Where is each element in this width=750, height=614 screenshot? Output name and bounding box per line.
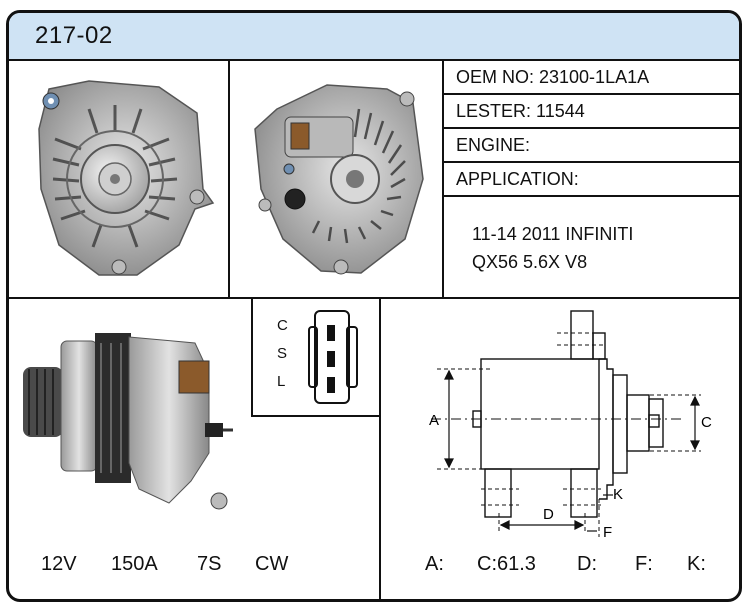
application-line: 11-14 2011 INFINITI: [472, 224, 634, 244]
dim-label-f: F: [603, 524, 612, 539]
divider: [444, 93, 739, 95]
dimension-values: A: C:61.3 D: F: K:: [381, 553, 739, 583]
connector-pin-label: L: [277, 373, 286, 390]
alternator-front-photo: [19, 69, 219, 289]
application-line: QX56 5.6X V8: [472, 252, 588, 272]
dim-value-f: F:: [635, 553, 653, 575]
divider: [442, 59, 444, 297]
header-bar: 217-02: [9, 13, 739, 61]
connector-pin-label: C: [277, 317, 288, 334]
pulley-groove: 7S: [197, 553, 222, 575]
spec-sheet: 217-02 OEM NO: 23100-1LA1A LESTER: 11544…: [6, 10, 742, 602]
divider: [444, 161, 739, 163]
divider: [379, 297, 381, 599]
divider: [9, 297, 739, 299]
connector-plug-icon: [308, 310, 358, 404]
amperage: 150A: [111, 553, 158, 575]
electrical-specs: 12V 150A 7S CW: [9, 553, 379, 583]
dimension-drawing-svg: A C D F K: [429, 310, 712, 541]
dim-label-c: C: [701, 414, 712, 431]
rotation: CW: [255, 553, 289, 575]
divider: [251, 415, 381, 417]
connector-panel: C S L: [253, 299, 379, 415]
oem-number: OEM NO: 23100-1LA1A: [456, 67, 650, 87]
voltage: 12V: [41, 553, 77, 575]
divider: [251, 297, 253, 417]
divider: [444, 127, 739, 129]
dim-label-a: A: [429, 412, 439, 429]
dim-value-c: C:61.3: [477, 553, 536, 575]
dimension-drawing: A C D F K: [381, 299, 739, 541]
lester-number: LESTER: 11544: [456, 101, 585, 121]
part-code: 217-02: [35, 22, 113, 49]
alternator-side-photo: [19, 313, 239, 518]
dim-value-k: K:: [687, 553, 706, 575]
application-label: APPLICATION:: [456, 169, 579, 189]
dim-label-k: K: [613, 486, 623, 503]
engine-label: ENGINE:: [456, 135, 531, 155]
divider: [228, 59, 230, 297]
dim-label-d: D: [543, 506, 554, 523]
connector-pin-label: S: [277, 345, 288, 362]
dim-value-d: D:: [577, 553, 597, 575]
dim-value-a: A:: [425, 553, 444, 575]
divider: [444, 195, 739, 197]
alternator-rear-photo: [237, 69, 437, 289]
application-text: 11-14 2011 INFINITI QX56 5.6X V8: [472, 220, 633, 276]
spec-panel: OEM NO: 23100-1LA1A LESTER: 11544 ENGINE…: [444, 59, 739, 297]
